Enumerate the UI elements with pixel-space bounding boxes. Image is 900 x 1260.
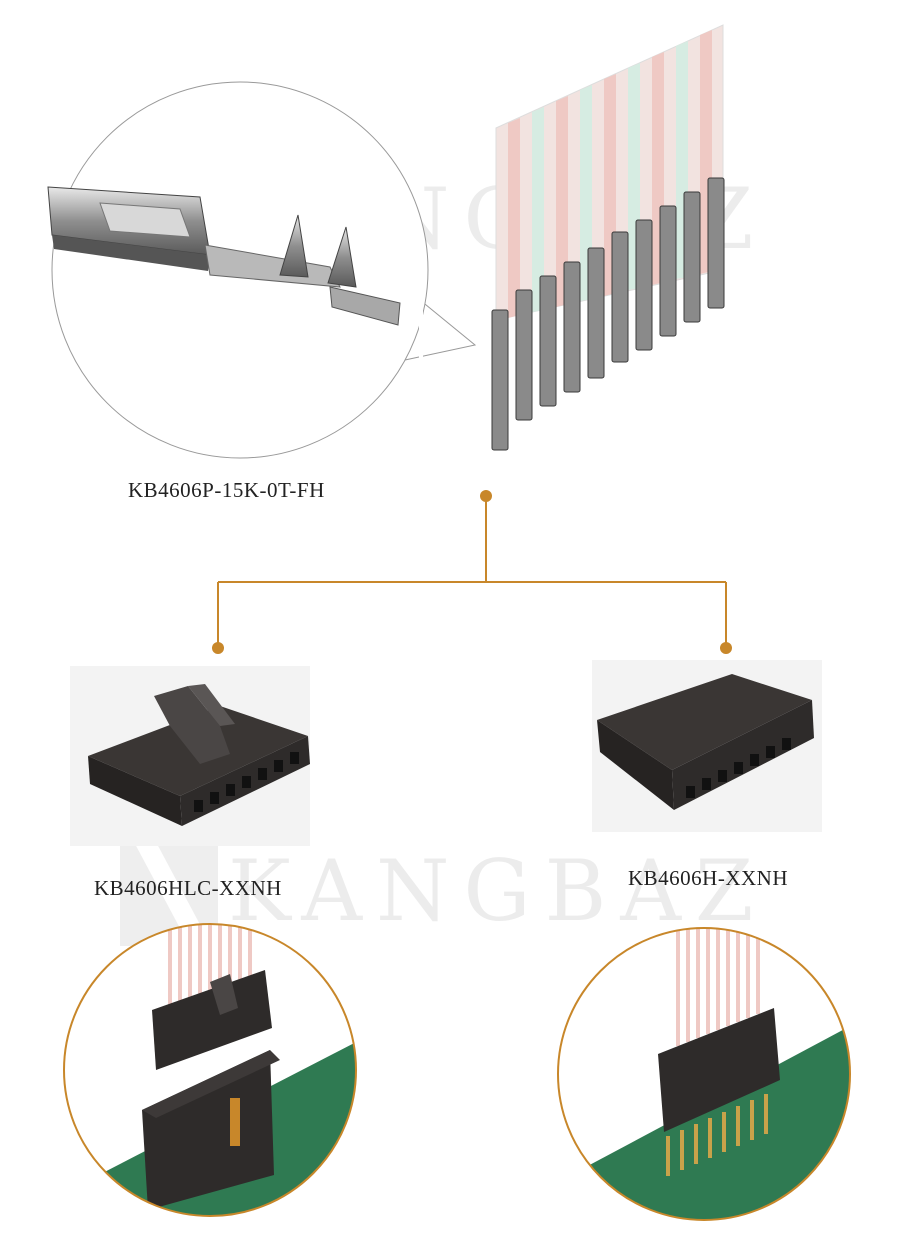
application-plain-circle <box>557 927 851 1221</box>
housing-plain-part-number: KB4606H-XXNH <box>628 866 788 890</box>
terminal-strip-image <box>491 24 725 451</box>
terminal-part-number: KB4606P-15K-0T-FH <box>128 478 325 502</box>
tree-node-left <box>212 642 224 654</box>
housing-latch-part-number: KB4606HLC-XXNH <box>94 876 282 900</box>
housing-latch-image <box>88 684 310 826</box>
terminal-closeup-image <box>47 186 401 326</box>
tree-node-top <box>480 490 492 502</box>
application-latch-circle <box>63 923 357 1217</box>
terminal-pins <box>491 177 725 451</box>
housing-plain-image <box>597 674 814 810</box>
watermark-text-bottom: KANGBAZ <box>228 842 768 940</box>
tree-node-right <box>720 642 732 654</box>
